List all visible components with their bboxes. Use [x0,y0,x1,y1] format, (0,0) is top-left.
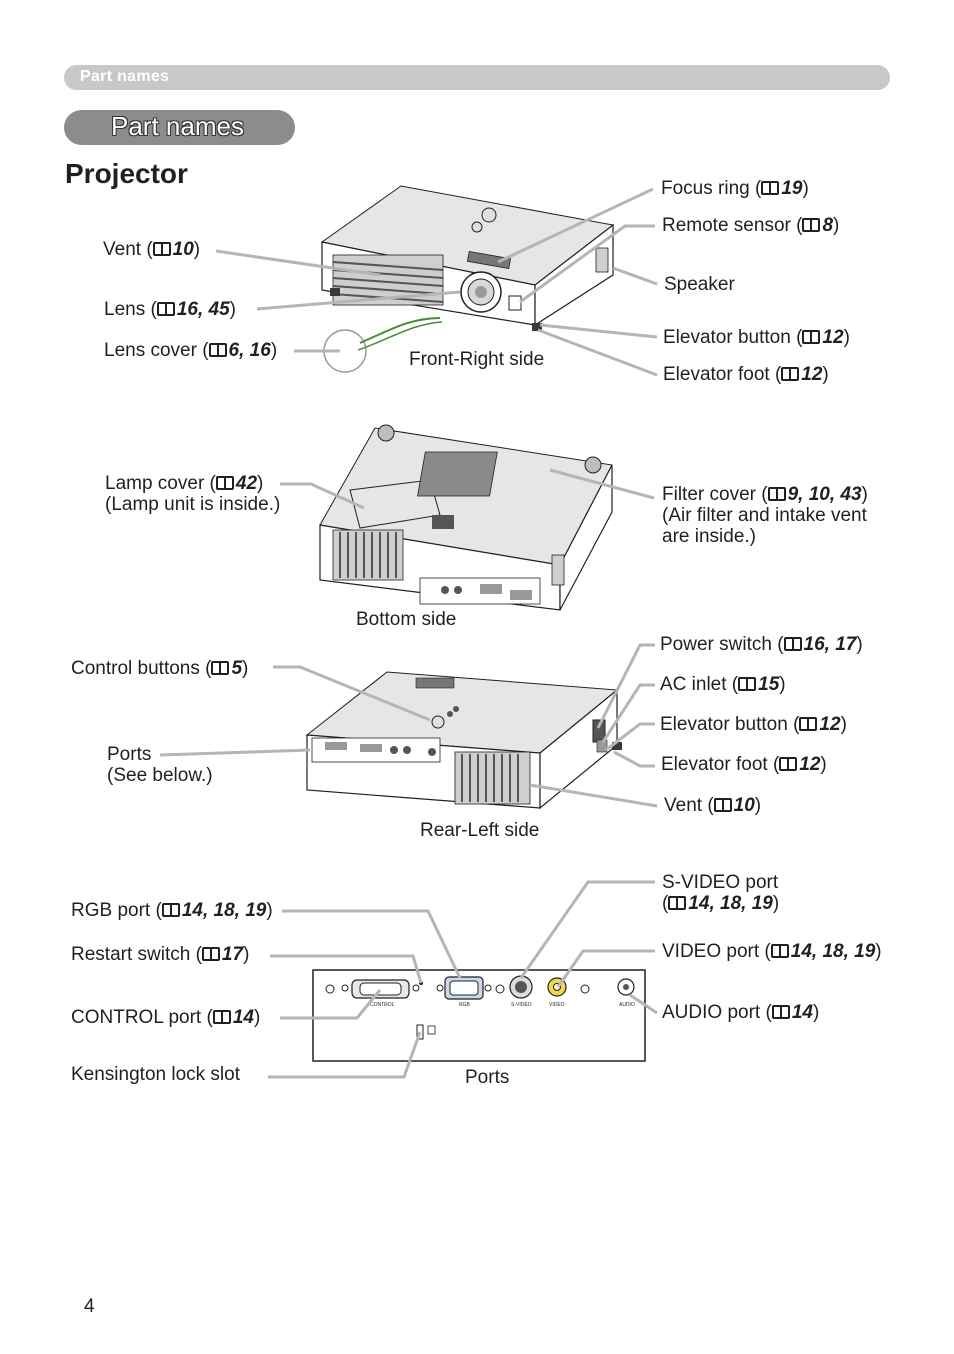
control-port-shape [341,979,420,999]
label-restart-switch: Restart switch (17) [71,944,250,965]
label-control-port: CONTROL port (14) [71,1007,261,1028]
book-reference-icon [802,218,821,232]
book-reference-icon [738,677,757,691]
page-heading: Projector [65,158,188,189]
book-reference-icon [771,1005,790,1019]
label-kensington-lock-slot: Kensington lock slot [71,1064,240,1085]
label-vent-front: Vent (10) [103,239,201,260]
book-reference-icon [781,367,800,381]
label-filter-cover: Filter cover (9, 10, 43) (Air filter and… [662,484,868,547]
label-control-buttons: Control buttons (5) [71,658,249,679]
label-lens-cover: Lens cover (6, 16) [104,340,278,361]
rear-left-projector-drawing [305,671,622,810]
caption-front-right: Front-Right side [409,349,545,370]
book-reference-icon [761,181,780,195]
book-reference-icon [161,903,180,917]
label-lamp-cover: Lamp cover (42) (Lamp unit is inside.) [105,473,281,515]
label-elevator-button-front: Elevator button (12) [663,327,850,348]
label-vent-rear: Vent (10) [664,795,762,816]
ports-panel-drawing: CONTROL RGB S-VIDEO VIDEO AUDIO [312,969,646,1062]
label-rgb-port: RGB port (14, 18, 19) [71,900,273,921]
svideo-port-label: S-VIDEO [511,1002,532,1008]
label-video-port: VIDEO port (14, 18, 19) [662,941,882,962]
running-header: Part names [64,65,890,90]
book-reference-icon [215,476,234,490]
book-reference-icon [668,896,687,910]
video-port-label: VIDEO [549,1002,565,1008]
bottom-projector-drawing [319,424,613,611]
book-reference-icon [212,1010,231,1024]
book-reference-icon [211,661,230,675]
book-reference-icon [779,757,798,771]
front-right-projector-drawing [320,185,615,373]
label-lens: Lens (16, 45) [104,299,236,320]
label-speaker: Speaker [664,274,735,295]
book-reference-icon [770,944,789,958]
leader-lines [159,187,658,1079]
caption-ports: Ports [465,1067,510,1088]
book-reference-icon [208,343,227,357]
label-elevator-foot-front: Elevator foot (12) [663,364,829,385]
section-title: Part names [111,111,244,141]
label-elevator-foot-rear: Elevator foot (12) [661,754,827,775]
label-ac-inlet: AC inlet (15) [660,674,786,695]
section-title-pill: Part names [64,110,295,145]
label-ports: Ports (See below.) [107,744,213,786]
label-svideo-port: S-VIDEO port (14, 18, 19) [662,872,780,914]
label-focus-ring: Focus ring (19) [661,178,809,199]
book-reference-icon [802,330,821,344]
rgb-port-label: RGB [459,1002,471,1008]
label-remote-sensor: Remote sensor (8) [662,215,840,236]
book-reference-icon [783,637,802,651]
caption-rear-left: Rear-Left side [420,820,540,841]
page-number: 4 [84,1296,95,1317]
book-reference-icon [201,947,220,961]
label-audio-port: AUDIO port (14) [662,1002,820,1023]
running-header-title: Part names [80,68,170,85]
book-reference-icon [713,798,732,812]
label-elevator-button-rear: Elevator button (12) [660,714,847,735]
book-reference-icon [152,242,171,256]
control-port-label: CONTROL [370,1002,395,1008]
label-power-switch: Power switch (16, 17) [660,634,863,655]
book-reference-icon [156,302,175,316]
book-reference-icon [767,487,786,501]
book-reference-icon [799,717,818,731]
caption-bottom: Bottom side [356,609,457,630]
rgb-port-shape [436,976,492,1000]
audio-port-label: AUDIO [619,1002,635,1008]
